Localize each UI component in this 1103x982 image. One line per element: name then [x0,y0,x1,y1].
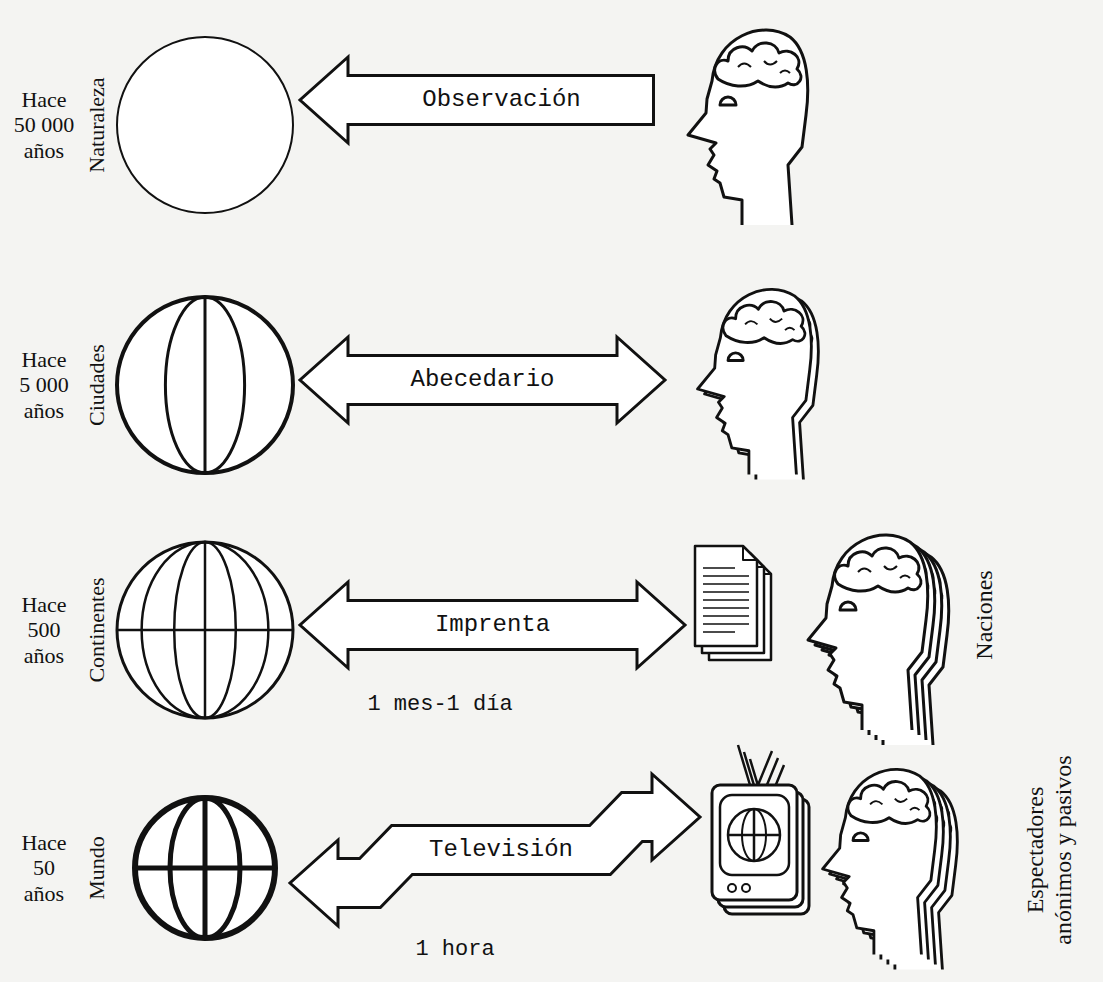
globe-shape [78,287,303,483]
globe-outline [117,37,293,213]
text-holder: Naturaleza [84,77,109,172]
head-figure [823,769,937,954]
globe-outline [117,542,293,718]
observation-arrow: Observación [300,54,655,146]
globe-grid-line [135,866,275,871]
globe-meridian [142,542,269,718]
text-holder: Mundo [84,836,109,900]
tv-set [712,745,797,900]
medium-name: Imprenta [435,611,550,639]
text-holder: Ciudades [84,344,109,426]
audience-label: Espectadores anónimos y pasivos [1022,748,1077,953]
group-label-holder: Naciones [971,570,999,659]
globe-grid-line [204,297,207,473]
era-label: Hace 50 años [16,830,72,906]
era-label-holder: Hace 50 años [16,830,72,906]
arrow-body-fill [335,817,655,883]
globe-outline [117,297,293,473]
arrow-head [300,582,348,668]
era-label-holder: Hace 500 años [16,592,72,668]
era-name: Naturaleza [84,77,109,172]
arrow-body-fill [345,357,620,403]
era-label-holder: Hace 5 000 años [16,347,72,423]
arrow-head [652,774,700,860]
printed-sheet [695,546,757,646]
medium-name: Observación [422,86,580,114]
head-figure [688,30,808,225]
globe-grid-line [117,629,293,632]
era-name: Ciudades [84,344,109,426]
time-label-holder: 1 mes-1 día [367,692,512,717]
globe-outline [135,798,275,938]
arrow-body-fill [345,602,640,648]
world-globe: Mundo [78,788,285,948]
head-figure [808,535,928,730]
medium-name: Televisión [429,836,573,864]
group-label: Naciones [971,570,999,659]
arrow-body-fill [345,77,652,123]
arrow-head [637,582,685,668]
text-holder: Observación [422,86,580,114]
head-figure [698,289,812,474]
globe-meridian [165,297,244,473]
time-label: 1 mes-1 día [367,692,512,717]
arrow-head [300,337,348,423]
television-arrow: Televisión [290,773,700,928]
nature-circle: Naturaleza [78,27,303,223]
text-holder: Imprenta [435,611,550,639]
cities-globe: Ciudades [78,287,303,483]
era-name: Continentes [84,577,109,682]
text-holder: Continentes [84,577,109,682]
time-label-holder: 1 hora [415,937,494,962]
globe-meridian [174,542,236,718]
arrow-head [290,840,338,926]
medium-name: Abecedario [410,366,554,394]
era-label: Hace 500 años [16,592,72,668]
text-holder: Abecedario [410,366,554,394]
era-label-holder: Hace 50 000 años [10,87,78,163]
continents-globe: Continentes [78,532,303,728]
era-label: Hace 5 000 años [16,347,72,423]
globe-shape [78,27,303,223]
globe-shape [78,532,303,728]
globe-meridian [170,798,240,938]
arrow-head [617,337,665,423]
alphabet-arrow: Abecedario [300,334,665,426]
era-name: Mundo [84,836,109,900]
printing-arrow: Imprenta [300,579,685,671]
text-holder: Televisión [429,836,573,864]
era-label: Hace 50 000 años [10,87,78,163]
arrow-head [300,57,348,143]
time-label: 1 hora [415,937,494,962]
audience-label-holder: Espectadores anónimos y pasivos [1022,748,1077,953]
